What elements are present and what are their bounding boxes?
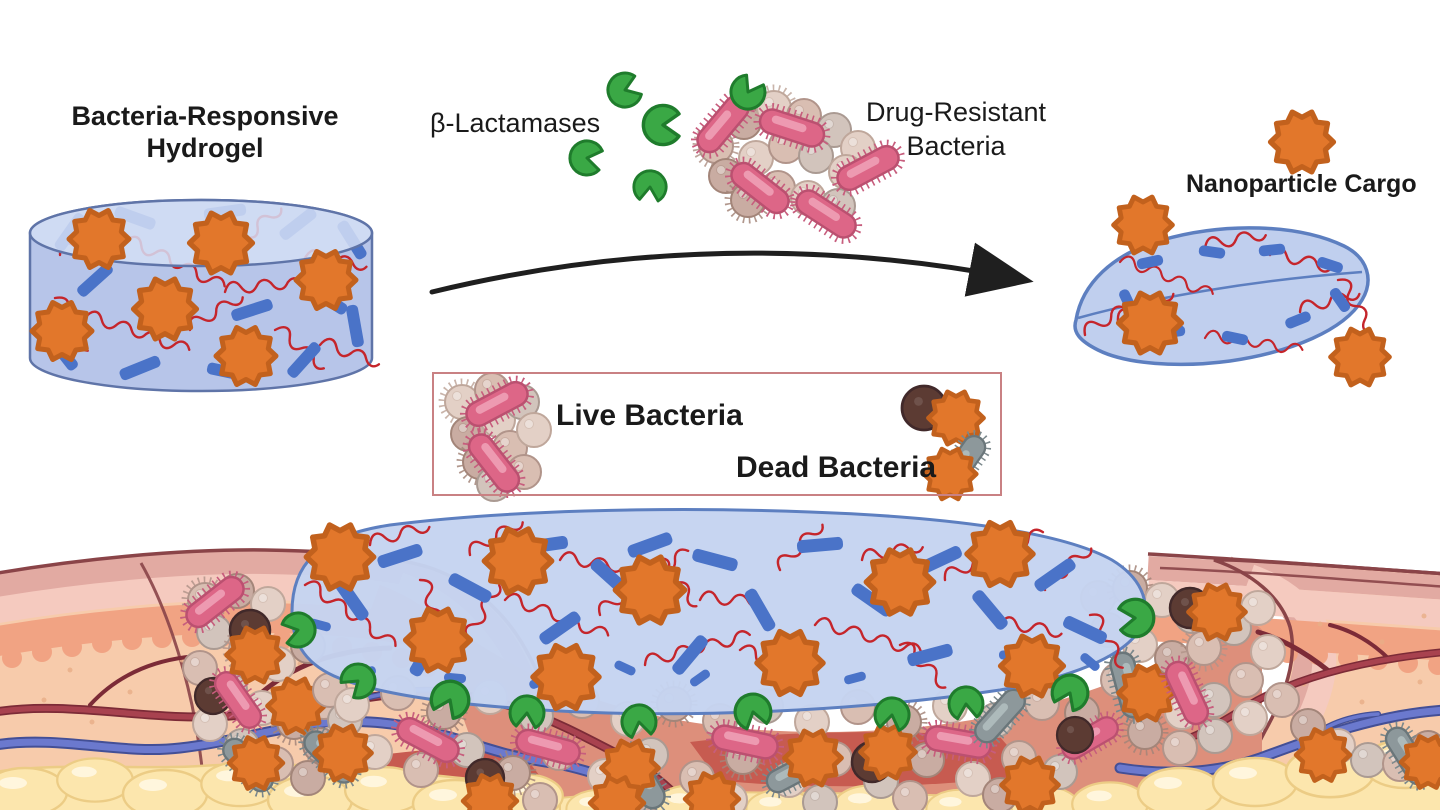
nanoparticle-icon [1296,729,1350,780]
right-skin-fold [1159,566,1440,588]
fat-globule [1211,756,1299,808]
nanoparticle-icon [785,731,842,785]
degraded-hydrogel [1073,112,1390,385]
nanoparticle-icon [315,726,372,780]
nanoparticle-icon [69,211,129,268]
coccus [1232,700,1268,736]
enzyme-icon [601,67,646,114]
nanoparticle-icon [1271,112,1334,172]
nanoparticle-cargo-label: Nanoparticle Cargo [1186,170,1417,198]
nanoparticle-icon [296,252,356,309]
hydrogel-patch [278,508,1157,741]
coccus [522,782,558,810]
legend-box [432,372,1002,496]
coccus [1264,682,1300,718]
nanoparticle-icon [227,628,284,682]
nanoparticle-icon [1189,585,1246,639]
coccus [1228,662,1264,698]
degraded-hydrogel-fold [1077,270,1363,320]
coccus [1240,590,1276,626]
nanoparticle-icon [306,525,373,589]
process-arrow [429,242,1034,297]
nanoparticle-icon [134,279,197,339]
enzyme-icon [631,168,669,203]
nanoparticle-icon [484,529,551,593]
coccus [892,780,928,810]
hydrogel-title-label: Bacteria-Responsive Hydrogel [71,101,339,164]
nanoparticle-icon [406,609,471,671]
legend-dead-bacteria-label: Dead Bacteria [736,451,937,484]
nanoparticle-icon [1331,329,1390,385]
coccus [1197,718,1233,754]
coccus [1350,742,1386,778]
coccus [1250,634,1286,670]
coccus [802,784,838,810]
nanoparticle-icon [533,646,599,709]
fat-globule [121,768,209,810]
nanoparticle-icon [32,303,92,360]
fat-globule [1136,766,1224,810]
nanoparticle-icon [967,523,1033,586]
fat-globule [56,757,134,803]
nanoparticle-icon [229,737,283,788]
nanoparticle-icon [190,213,253,273]
nanoparticle-icon [866,550,933,614]
nanoparticle-icon [1401,736,1440,787]
nanoparticle-icon [1114,197,1173,253]
bacteria-responsive-hydrogel-cylinder [28,198,383,393]
coccus [403,752,439,788]
nanoparticle-icon [216,328,276,385]
coccus [1162,730,1198,766]
nanoparticle-icon [1119,293,1182,353]
nanoparticle-icon [1002,758,1059,810]
dead-coccus [1055,715,1095,755]
legend-live-bacteria-label: Live Bacteria [556,399,743,432]
drug-resistant-bacteria-label: Drug-Resistant Bacteria [865,97,1047,161]
nanoparticle-icon [616,557,685,623]
enzyme-icon [565,136,606,179]
enzyme-icon [641,103,681,147]
nanoparticle-icon [757,632,823,695]
beta-lactamases-label: β-Lactamases [430,108,601,138]
nanoparticle-icon [860,726,915,778]
